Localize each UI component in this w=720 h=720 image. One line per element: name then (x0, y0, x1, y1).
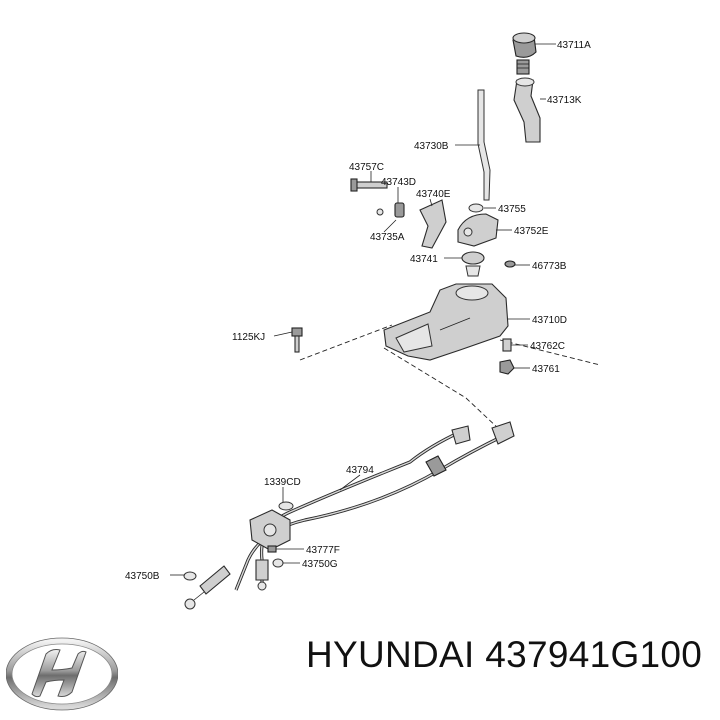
label-43750g: 43750G (302, 559, 338, 570)
washer-1339cd (278, 501, 294, 511)
nut-43755 (468, 203, 484, 213)
cable-end-fittings (425, 421, 515, 477)
shift-knob (512, 32, 537, 58)
clip-43777f (267, 545, 277, 553)
bolt-1125kj (291, 327, 303, 353)
cable-end-eye-left (184, 565, 231, 610)
brand-part-number: HYUNDAI 437941G100 (306, 634, 703, 675)
bushing-43750b (183, 571, 197, 581)
washer-43735a (376, 208, 384, 216)
label-43777f: 43777F (306, 545, 340, 556)
label-43761: 43761 (532, 364, 560, 375)
label-43762c: 43762C (530, 341, 565, 352)
shift-lever (477, 89, 491, 201)
label-43740e: 43740E (416, 189, 451, 200)
socket-43752e (457, 213, 499, 247)
collar-43762c (502, 338, 512, 352)
bushing-43750g (272, 558, 284, 568)
label-43741: 43741 (410, 254, 438, 265)
shifter-housing (383, 283, 509, 361)
cable-end-eye-right (255, 559, 269, 591)
label-43743d: 43743D (381, 177, 416, 188)
part-number-labels: 43711A 43713K 43730B 43757C 43743D 43740… (125, 40, 591, 582)
label-43711a: 43711A (557, 40, 591, 51)
clip-46773b (504, 260, 516, 268)
label-43735a: 43735A (370, 232, 405, 243)
label-1125kj: 1125KJ (232, 332, 265, 343)
label-43752e: 43752E (514, 226, 549, 237)
label-43710d: 43710D (532, 315, 567, 326)
label-1339cd: 1339CD (264, 477, 301, 488)
label-43713k: 43713K (547, 95, 582, 106)
nut-43761 (499, 359, 515, 375)
label-43750b: 43750B (125, 571, 160, 582)
pivot-ball-43741 (461, 251, 485, 277)
knob-spring (516, 59, 530, 75)
cable-bracket (249, 509, 291, 551)
bracket-43740e (419, 199, 447, 249)
bushing-43743d (394, 202, 405, 218)
label-43730b: 43730B (414, 141, 449, 152)
label-43794: 43794 (346, 465, 374, 476)
hyundai-logo-icon (6, 637, 118, 711)
label-43755: 43755 (498, 204, 526, 215)
label-43757c: 43757C (349, 162, 384, 173)
leader-lines (170, 43, 556, 576)
shift-lever-boot (513, 77, 541, 143)
mounting-outline (299, 324, 601, 431)
label-46773b: 46773B (532, 261, 567, 272)
